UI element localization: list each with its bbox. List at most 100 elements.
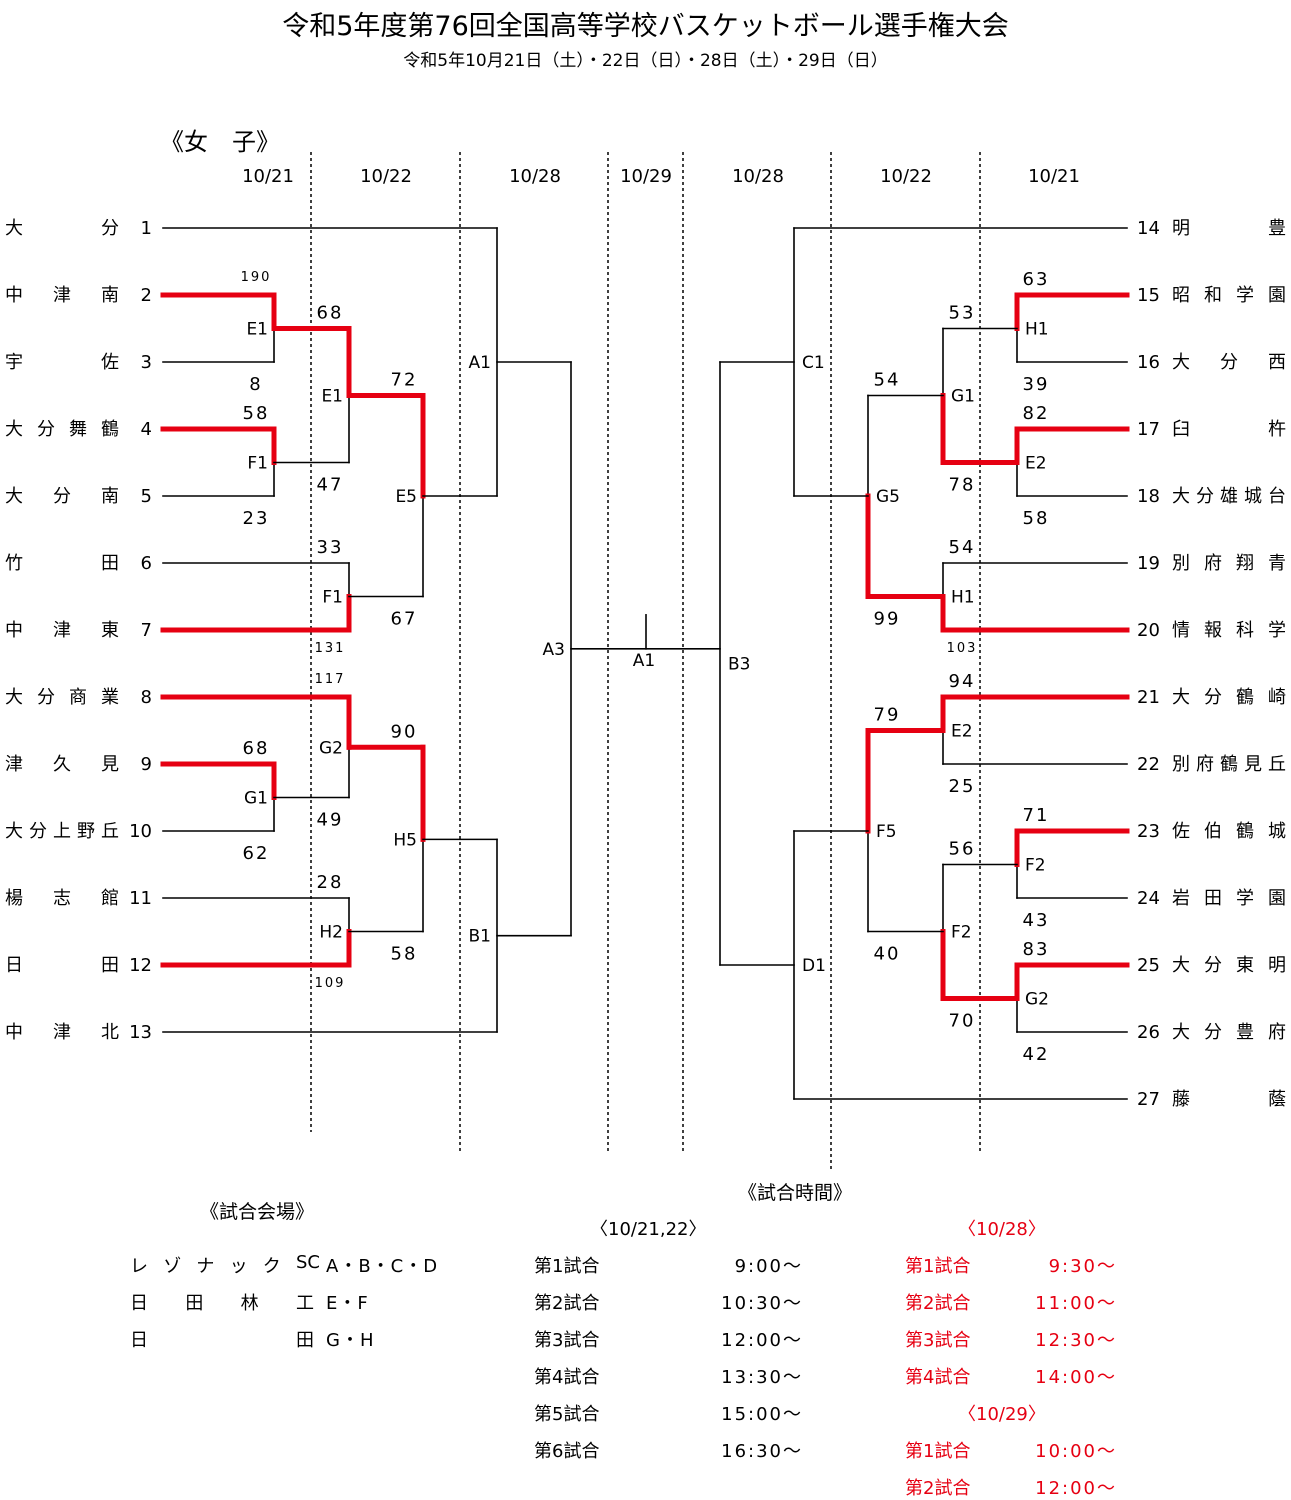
score: 63: [1023, 269, 1050, 290]
venue-name-char: 日: [130, 1293, 148, 1314]
score: 8: [249, 374, 262, 395]
team-name-char: 大: [5, 687, 23, 708]
team-name-char: 津: [53, 285, 71, 306]
score: 42: [1023, 1044, 1050, 1065]
team-name-char: 館: [101, 888, 119, 909]
score: 33: [317, 537, 344, 558]
team-seed: 7: [141, 620, 152, 641]
team-name-char: 北: [101, 1022, 119, 1043]
team-name-char: 別: [1172, 754, 1190, 775]
score: 25: [949, 776, 976, 797]
schedule-time: 10:00〜: [1035, 1441, 1117, 1462]
team-seed: 2: [141, 285, 152, 306]
team-name-char: 佐: [1172, 821, 1190, 842]
team-name-char: 分: [37, 419, 55, 440]
team-name-char: 園: [1268, 285, 1286, 306]
match-id: B1: [469, 927, 491, 947]
team-name-char: 南: [101, 486, 119, 507]
match-id: C1: [802, 353, 825, 373]
team-name-char: 志: [53, 888, 71, 909]
schedule-right-heading: 〈10/29〉: [958, 1404, 1046, 1425]
score: 79: [874, 705, 901, 726]
match-id: F2: [951, 923, 972, 943]
venue-name-char: 林: [240, 1293, 259, 1314]
schedule-time: 14:00〜: [1035, 1367, 1117, 1388]
score: 56: [949, 839, 976, 860]
match-id: E2: [951, 722, 973, 742]
score: 68: [317, 303, 344, 324]
schedule-time: 13:30〜: [721, 1367, 803, 1388]
schedule-time: 9:30〜: [1048, 1256, 1117, 1277]
match-id: F5: [876, 822, 897, 842]
team-name-char: 台: [1268, 486, 1286, 507]
team-name-char: 青: [1268, 553, 1286, 574]
team-name-char: 東: [1236, 955, 1254, 976]
team-name-char: 分: [1204, 687, 1222, 708]
team-name-char: 学: [1236, 888, 1254, 909]
team-name-char: 東: [101, 620, 119, 641]
round-date-right: 10/28: [732, 166, 784, 187]
match-id: A3: [543, 640, 565, 660]
schedule-right-heading: 〈10/28〉: [958, 1219, 1046, 1240]
score: 39: [1023, 374, 1050, 395]
venue-name-char: SC: [296, 1252, 320, 1273]
team-name-char: 雄: [1220, 486, 1238, 507]
venue-name-char: ナ: [196, 1256, 215, 1277]
venue-name-char: 日: [130, 1330, 148, 1351]
team-name-char: 佐: [101, 352, 119, 373]
schedule-game-label: 第3試合: [905, 1330, 971, 1351]
match-id: G2: [319, 738, 343, 758]
team-name-char: 津: [53, 620, 71, 641]
round-date-final: 10/29: [620, 166, 672, 187]
team-name-char: 大: [1172, 955, 1190, 976]
match-id: F1: [322, 588, 343, 608]
team-name-char: 大: [5, 486, 23, 507]
match-id: G5: [876, 487, 900, 507]
team-seed: 26: [1137, 1022, 1160, 1043]
venue-courts: E・F: [326, 1293, 369, 1314]
team-seed: 24: [1137, 888, 1160, 909]
team-name-char: 蔭: [1268, 1089, 1286, 1110]
schedule-time: 15:00〜: [721, 1404, 803, 1425]
team-name-char: 南: [101, 285, 119, 306]
team-name-char: 分: [53, 486, 71, 507]
team-seed: 10: [129, 821, 152, 842]
team-name-char: 商: [69, 687, 87, 708]
team-seed: 14: [1137, 218, 1160, 239]
team-name-char: 岩: [1172, 888, 1190, 909]
team-name-char: 大: [1172, 486, 1190, 507]
score: 94: [949, 671, 976, 692]
team-name-char: 城: [1268, 821, 1286, 842]
team-name-char: 中: [5, 620, 23, 641]
team-name-char: 津: [5, 754, 23, 775]
schedule-game-label: 第6試合: [534, 1441, 600, 1462]
score: 54: [949, 537, 976, 558]
team-seed: 13: [129, 1022, 152, 1043]
score: 47: [317, 475, 344, 496]
schedule-game-label: 第1試合: [534, 1256, 600, 1277]
score: 71: [1023, 805, 1050, 826]
score: 43: [1023, 910, 1050, 931]
round-date-left: 10/21: [242, 166, 294, 187]
match-id: H1: [1025, 320, 1049, 340]
team-name-char: 鶴: [1236, 821, 1254, 842]
team-name-char: 分: [101, 218, 119, 239]
match-id: B3: [728, 655, 750, 675]
score: 70: [949, 1011, 976, 1032]
team-name-char: 伯: [1204, 821, 1222, 842]
score: 82: [1023, 403, 1050, 424]
team-name-char: 大: [5, 821, 23, 842]
team-name-char: 見: [1244, 754, 1262, 775]
team-seed: 27: [1137, 1089, 1160, 1110]
score: 28: [317, 872, 344, 893]
team-name-char: 田: [101, 955, 119, 976]
team-name-char: 見: [101, 754, 119, 775]
schedule-game-label: 第3試合: [534, 1330, 600, 1351]
event-dates: 令和5年10月21日（土）・22日（日）・28日（土）・29日（日）: [403, 51, 888, 71]
team-name-char: 西: [1268, 352, 1286, 373]
team-name-char: 鶴: [1220, 754, 1238, 775]
score: 53: [949, 303, 976, 324]
team-seed: 25: [1137, 955, 1160, 976]
match-id: E1: [246, 320, 268, 340]
team-name-char: 丘: [101, 821, 119, 842]
